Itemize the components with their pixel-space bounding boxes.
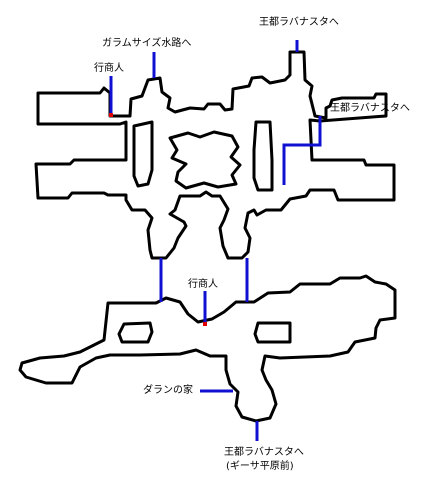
upper-right-pillar: [252, 120, 274, 192]
route-east-exit: [282, 116, 322, 185]
label-exit-east: 王都ラバナスタへ: [330, 102, 410, 114]
label-merchant-lower: 行商人: [188, 277, 218, 290]
lower-right-room: [253, 321, 292, 344]
label-house-dalan: ダランの家: [143, 383, 193, 396]
label-exit-south-line1: 王都ラバナスタへ: [224, 446, 304, 458]
upper-left-pillar: [132, 120, 154, 188]
lower-area-outline: [18, 274, 397, 423]
label-exit-north-left: ガラムサイズ水路へ: [102, 36, 191, 49]
label-exit-south-line2: (ギーサ平原前): [226, 459, 294, 472]
label-merchant-upper: 行商人: [94, 61, 124, 74]
upper-central-block: [168, 130, 242, 190]
merchant-marker-lower: [203, 322, 207, 326]
merchant-marker-upper: [109, 113, 113, 117]
label-exit-north-right: 王都ラバナスタへ: [259, 16, 339, 28]
lower-left-room: [117, 321, 154, 344]
